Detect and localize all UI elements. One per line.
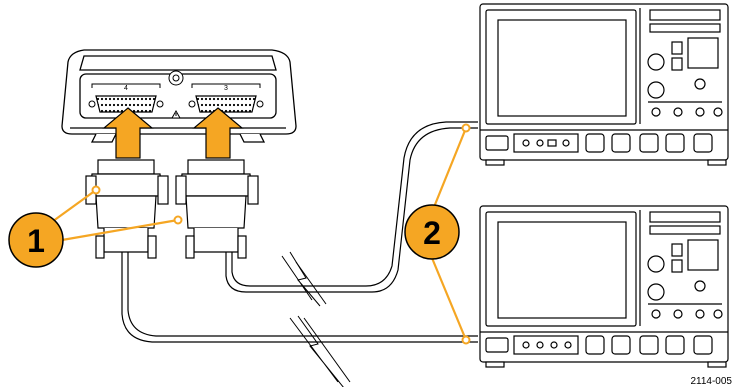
callout-2-leader-a: [430, 127, 468, 213]
cable-break-mark-upper: [281, 251, 327, 307]
oscilloscope-top: [479, 3, 729, 166]
port-3: 3: [188, 83, 264, 113]
insert-arrow-right: [192, 107, 244, 159]
figure-id: 2114-005: [690, 376, 732, 387]
callout-1-leader-b: [61, 218, 179, 242]
warning-icon: [171, 109, 181, 119]
port-3-label: 3: [224, 85, 228, 92]
insert-arrow-left: [102, 107, 154, 159]
cable-left: [121, 252, 478, 343]
callout-1: 1: [8, 185, 183, 268]
callout-1-label: 1: [27, 223, 45, 259]
callout-2: 2: [404, 123, 471, 345]
cable-right: [225, 121, 478, 293]
cable-break-mark-lower: [289, 315, 351, 387]
callout-2-leader-b: [430, 257, 468, 341]
oscilloscope-bottom: [479, 205, 729, 368]
port-4-label: 4: [124, 85, 128, 92]
callout-2-label: 2: [423, 215, 441, 251]
bnc-connector-icon: [168, 70, 184, 86]
callout-2-badge: [404, 204, 460, 260]
callout-1-badge: [8, 212, 64, 268]
cable-plug-left: [85, 159, 169, 259]
cable-plug-right: [175, 159, 259, 259]
port-4: 4: [88, 83, 164, 113]
